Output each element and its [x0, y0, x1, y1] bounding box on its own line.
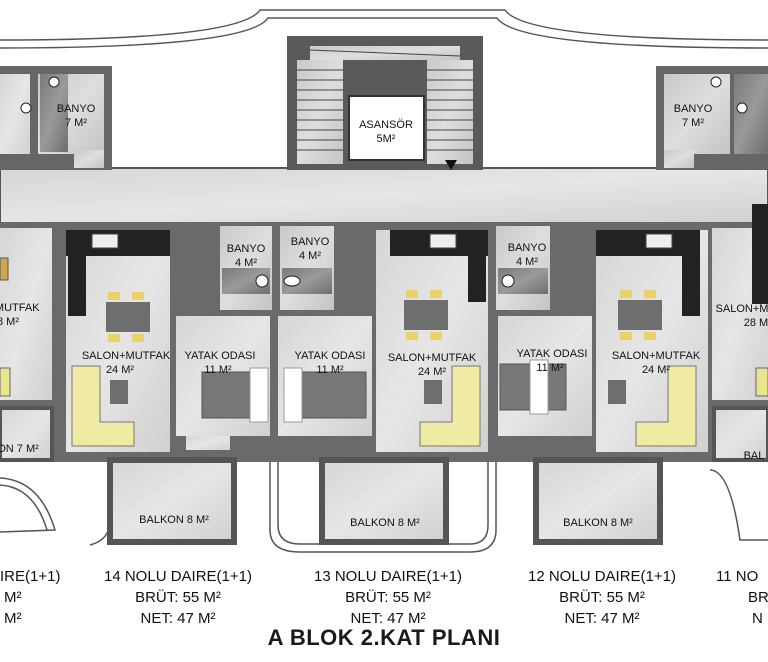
bathroom-c	[496, 226, 550, 310]
banyo-b-label: BANYO	[291, 236, 330, 248]
stair-core	[287, 36, 483, 170]
unit-net: N	[752, 610, 763, 627]
salon-13-label: SALON+MUTFAK	[388, 352, 477, 364]
bathroom-b	[280, 226, 334, 310]
sink-icon	[20, 102, 32, 114]
sofa	[71, 365, 135, 447]
unit-gross: M²	[4, 589, 22, 606]
unit-name: 12 NOLU DAIRE(1+1)	[528, 568, 676, 585]
plan-title: A BLOK 2.KAT PLANI	[267, 625, 501, 650]
unit-gross: BRÜT: 55 M²	[559, 589, 645, 606]
yatak-14-label: YATAK ODASI	[185, 350, 256, 362]
corridor	[0, 167, 768, 225]
unit-net: NET: 47 M²	[140, 610, 216, 627]
salon-12-area: 24 M²	[642, 364, 670, 376]
building-outline	[0, 9, 768, 553]
toilet-icon	[283, 275, 301, 287]
dining-table	[618, 300, 662, 330]
stair-arrow-icon	[445, 160, 457, 170]
unit-caption-left-edge: IRE(1+1) M² M²	[0, 566, 60, 629]
toilet-icon	[255, 274, 269, 288]
yatak-13-area: 11 M²	[316, 364, 344, 376]
banyo-a-area: 4 M²	[235, 257, 257, 269]
salon-right-edge-area: 28 M	[744, 317, 768, 329]
unit-caption-14: 14 NOLU DAIRE(1+1) BRÜT: 55 M² NET: 47 M…	[90, 566, 266, 629]
salon-12-label: SALON+MUTFAK	[612, 350, 701, 362]
toilet-icon	[710, 76, 722, 88]
unit-12	[498, 230, 708, 452]
unit-net: NET: 47 M²	[564, 610, 640, 627]
yatak-13-label: YATAK ODASI	[295, 350, 366, 362]
yatak-12-area: 11 M²	[536, 362, 564, 374]
top-right-bathroom	[656, 66, 768, 170]
banyo-7-left-area: 7 M²	[65, 117, 87, 129]
salon-13-area: 24 M²	[418, 366, 446, 378]
bathroom-a	[220, 226, 272, 310]
room-labels: ASANSÖR 5M² BANYO 7 M² BANYO 7 M² BANYO …	[0, 103, 768, 529]
unit-caption-13: 13 NOLU DAIRE(1+1) BRÜT: 55 M² NET: 47 M…	[300, 566, 476, 629]
unit-caption-12: 12 NOLU DAIRE(1+1) BRÜT: 55 M² NET: 47 M…	[514, 566, 690, 629]
banyo-a-label: BANYO	[227, 243, 266, 255]
unit-14	[66, 222, 270, 452]
unit-name: 14 NOLU DAIRE(1+1)	[104, 568, 252, 585]
banyo-7-right-area: 7 M²	[682, 117, 704, 129]
dining-table	[106, 302, 150, 332]
salon-14-label: SALON+MUTFAK	[82, 350, 171, 362]
banyo-b-area: 4 M²	[299, 250, 321, 262]
unit-gross: BRÜT: 55 M²	[135, 589, 221, 606]
salon-14-area: 24 M²	[106, 364, 134, 376]
banyo-7-right-label: BANYO	[674, 103, 713, 115]
sofa	[635, 365, 697, 447]
balkon-12-label: BALKON 8 M²	[563, 517, 633, 529]
sink-icon	[736, 102, 748, 114]
balconies	[0, 406, 768, 545]
balkon-14-label: BALKON 8 M²	[139, 514, 209, 526]
yatak-14-area: 11 M²	[204, 364, 232, 376]
top-left-bathroom	[0, 66, 112, 170]
unit-net: NET: 47 M²	[350, 610, 426, 627]
dining-table	[404, 300, 448, 330]
elevator-area: 5M²	[377, 133, 396, 145]
unit-name: IRE(1+1)	[0, 568, 61, 585]
elevator-label: ASANSÖR	[359, 119, 413, 131]
banyo-7-left-label: BANYO	[57, 103, 96, 115]
unit-caption-right-edge: 11 NO BR N	[716, 566, 768, 629]
salon-left-edge-label: +MUTFAK	[0, 302, 40, 314]
sofa	[419, 365, 481, 447]
unit-name: 13 NOLU DAIRE(1+1)	[314, 568, 462, 585]
toilet-icon	[48, 76, 60, 88]
salon-left-edge-area: 8 M²	[0, 316, 19, 328]
unit-name: 11 NO	[716, 568, 759, 585]
salon-right-edge-label: SALON+M	[716, 303, 768, 315]
bed	[299, 371, 367, 419]
balkon-left-edge-label: ON 7 M²	[0, 443, 39, 455]
unit-net: M²	[4, 610, 22, 627]
banyo-c-label: BANYO	[508, 242, 547, 254]
toilet-icon	[501, 274, 515, 288]
unit-gross: BRÜT: 55 M²	[345, 589, 431, 606]
balkon-13-label: BALKON 8 M²	[350, 517, 420, 529]
banyo-c-area: 4 M²	[516, 256, 538, 268]
yatak-12-label: YATAK ODASI	[517, 348, 588, 360]
unit-gross: BR	[748, 589, 768, 606]
unit-13	[278, 230, 488, 452]
balkon-right-edge-label: BAL	[744, 450, 765, 462]
elevator	[348, 95, 425, 161]
